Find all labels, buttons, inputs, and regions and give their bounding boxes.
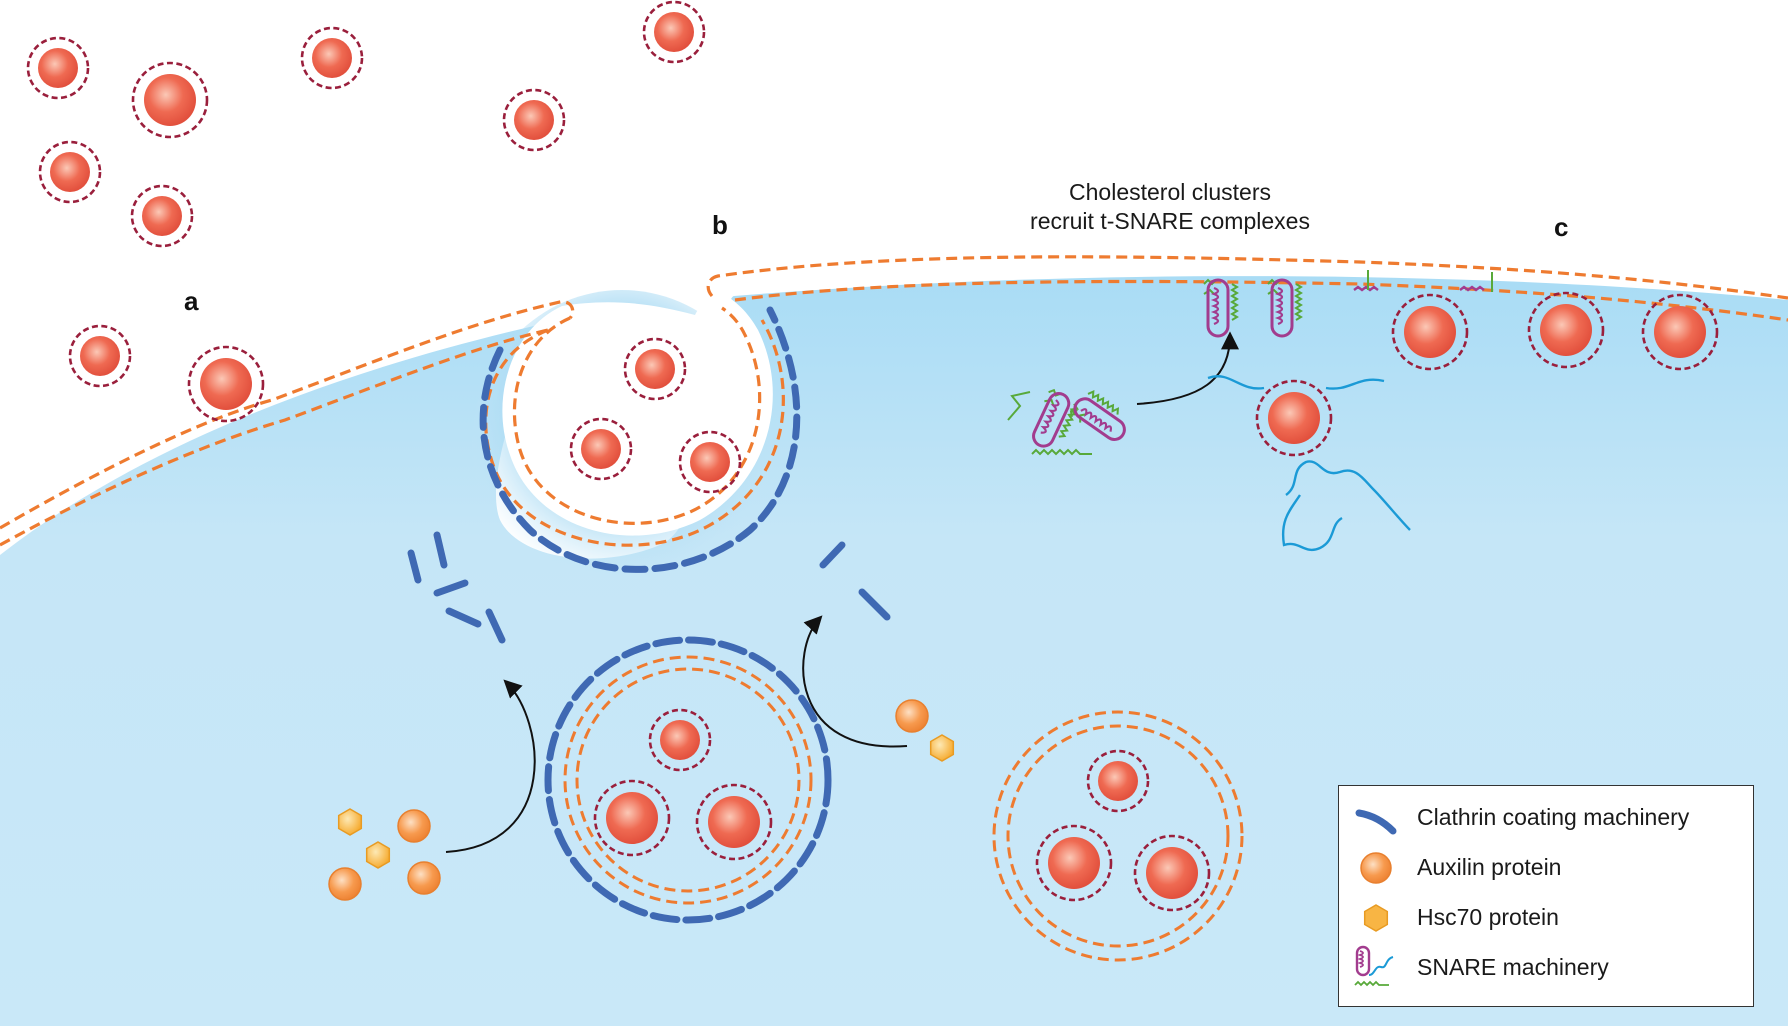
clathrin-coat-pit — [479, 306, 801, 573]
annotation-line-1: Cholesterol clusters — [1069, 179, 1271, 205]
legend-label-clathrin: Clathrin coating machinery — [1417, 804, 1690, 830]
panel-label-c: c — [1554, 212, 1569, 242]
clathrin-icon — [1355, 809, 1397, 835]
cholesterol-annotation: Cholesterol clusters recruit t-SNARE com… — [980, 178, 1360, 236]
free-v-snares — [1281, 460, 1411, 551]
v-snare-vesicle — [1207, 375, 1385, 457]
fusing-vesicles-c — [1353, 270, 1719, 371]
legend-item-hsc70: Hsc70 protein — [1339, 892, 1753, 942]
auxilin-icon — [1360, 852, 1392, 884]
legend-item-auxilin: Auxilin protein — [1339, 842, 1753, 892]
uncoated-vesicle — [992, 710, 1244, 962]
legend: Clathrin coating machinery Auxilin prote… — [1338, 785, 1754, 1007]
docked-vesicle-a — [187, 345, 265, 423]
panel-label-a: a — [184, 286, 199, 316]
snare-icon — [1354, 945, 1394, 987]
legend-label-auxilin: Auxilin protein — [1417, 854, 1562, 880]
released-clathrin-fragments — [407, 531, 891, 644]
hsc70-icon — [1363, 904, 1389, 932]
clathrin-coated-vesicle — [544, 636, 832, 924]
legend-item-clathrin: Clathrin coating machinery — [1339, 792, 1753, 842]
plasma-membrane — [0, 255, 1788, 547]
legend-label-hsc70: Hsc70 protein — [1417, 904, 1559, 930]
annotation-line-2: recruit t-SNARE complexes — [1030, 208, 1310, 234]
panel-label-b: b — [712, 210, 728, 240]
legend-label-snare: SNARE machinery — [1417, 954, 1609, 980]
free-t-snares — [1007, 386, 1135, 456]
process-arrows — [445, 331, 1239, 853]
legend-item-snare: SNARE machinery — [1339, 942, 1753, 992]
